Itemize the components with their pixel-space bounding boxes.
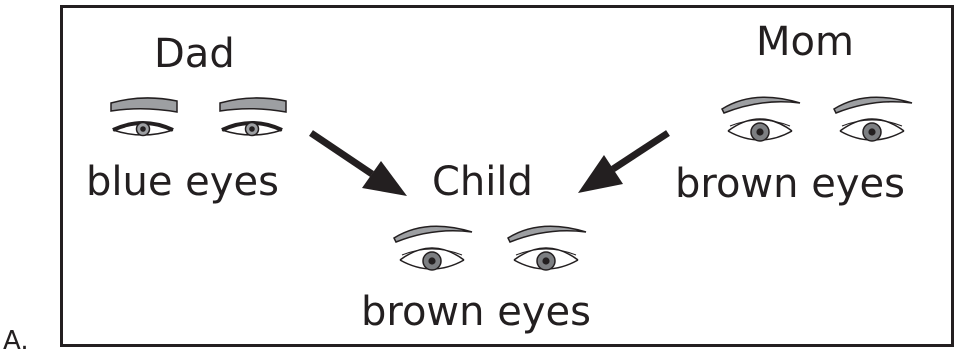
- child-right-eye-icon: [508, 226, 586, 270]
- mom-left-eye-icon: [722, 97, 800, 141]
- dad-right-eye-icon: [220, 98, 286, 136]
- dad-left-eye-icon: [111, 98, 177, 136]
- arrow-dad-to-child-icon: [311, 133, 407, 196]
- child-left-eye-icon: [394, 226, 472, 270]
- mom-right-eye-icon: [834, 97, 912, 141]
- arrow-mom-to-child-icon: [578, 133, 668, 193]
